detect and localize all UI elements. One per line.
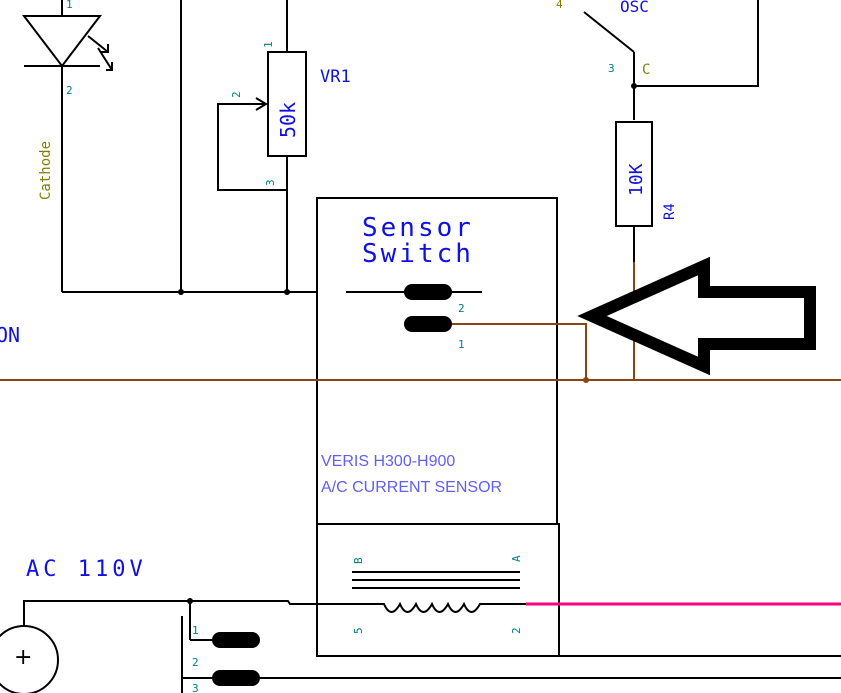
junction-dot [178,289,184,295]
coil-pin-5: 5 [352,627,365,634]
pot-pin-3: 3 [264,179,277,186]
pot-value: 50k [276,102,300,138]
supply-wire [23,600,190,636]
resistor-value: 10K [626,163,647,196]
relay-contacts [181,601,841,693]
switch-pin-2: 2 [458,302,465,315]
ac-source-symbol [0,625,59,693]
coil-pin-a: A [510,555,523,562]
relay-pin-2: 2 [192,656,199,669]
sensor-title-line2: Switch [362,239,474,269]
switch-pin-1: 1 [458,338,465,351]
pot-pin-1: 1 [262,41,275,48]
relay-pin-3: 3 [192,682,199,693]
sensor-model-line2: A/C CURRENT SENSOR [321,479,502,496]
junction-dot [583,377,589,383]
led-symbol [21,0,113,292]
signal-wire [452,323,587,380]
osc-pin-label: C [642,62,650,78]
edge-label: ON [0,323,20,347]
current-transformer-box [316,523,560,657]
transformer-core [352,571,526,613]
relay-pin-1: 1 [192,624,199,637]
osc-label: OSC [620,0,649,16]
coil-pin-b: B [352,557,365,564]
sensor-model-line1: VERIS H300-H900 [321,453,455,470]
led-pin-top: 1 [66,0,73,11]
pot-ref: VR1 [320,67,351,87]
sensor-box [316,197,558,525]
oscillator-pin [583,0,759,120]
pot-pin-2: 2 [230,91,243,98]
sensor-title-line1: Sensor [362,213,474,243]
resistor-ref: R4 [662,203,678,220]
osc-top-pin: 4 [556,0,563,11]
cathode-label: Cathode [38,141,54,200]
supply-label: AC 110V [26,557,147,582]
pointer-arrow-icon [577,256,816,376]
led-pin-bottom: 2 [66,84,73,97]
sensor-switch [346,284,482,332]
coil-pin-2: 2 [510,627,523,634]
junction-dot [284,289,290,295]
osc-pin-number: 3 [608,62,615,75]
coil-wire [190,600,352,605]
source-polarity: + [14,645,32,670]
resistor-r4 [615,121,653,262]
potentiometer [217,0,307,292]
